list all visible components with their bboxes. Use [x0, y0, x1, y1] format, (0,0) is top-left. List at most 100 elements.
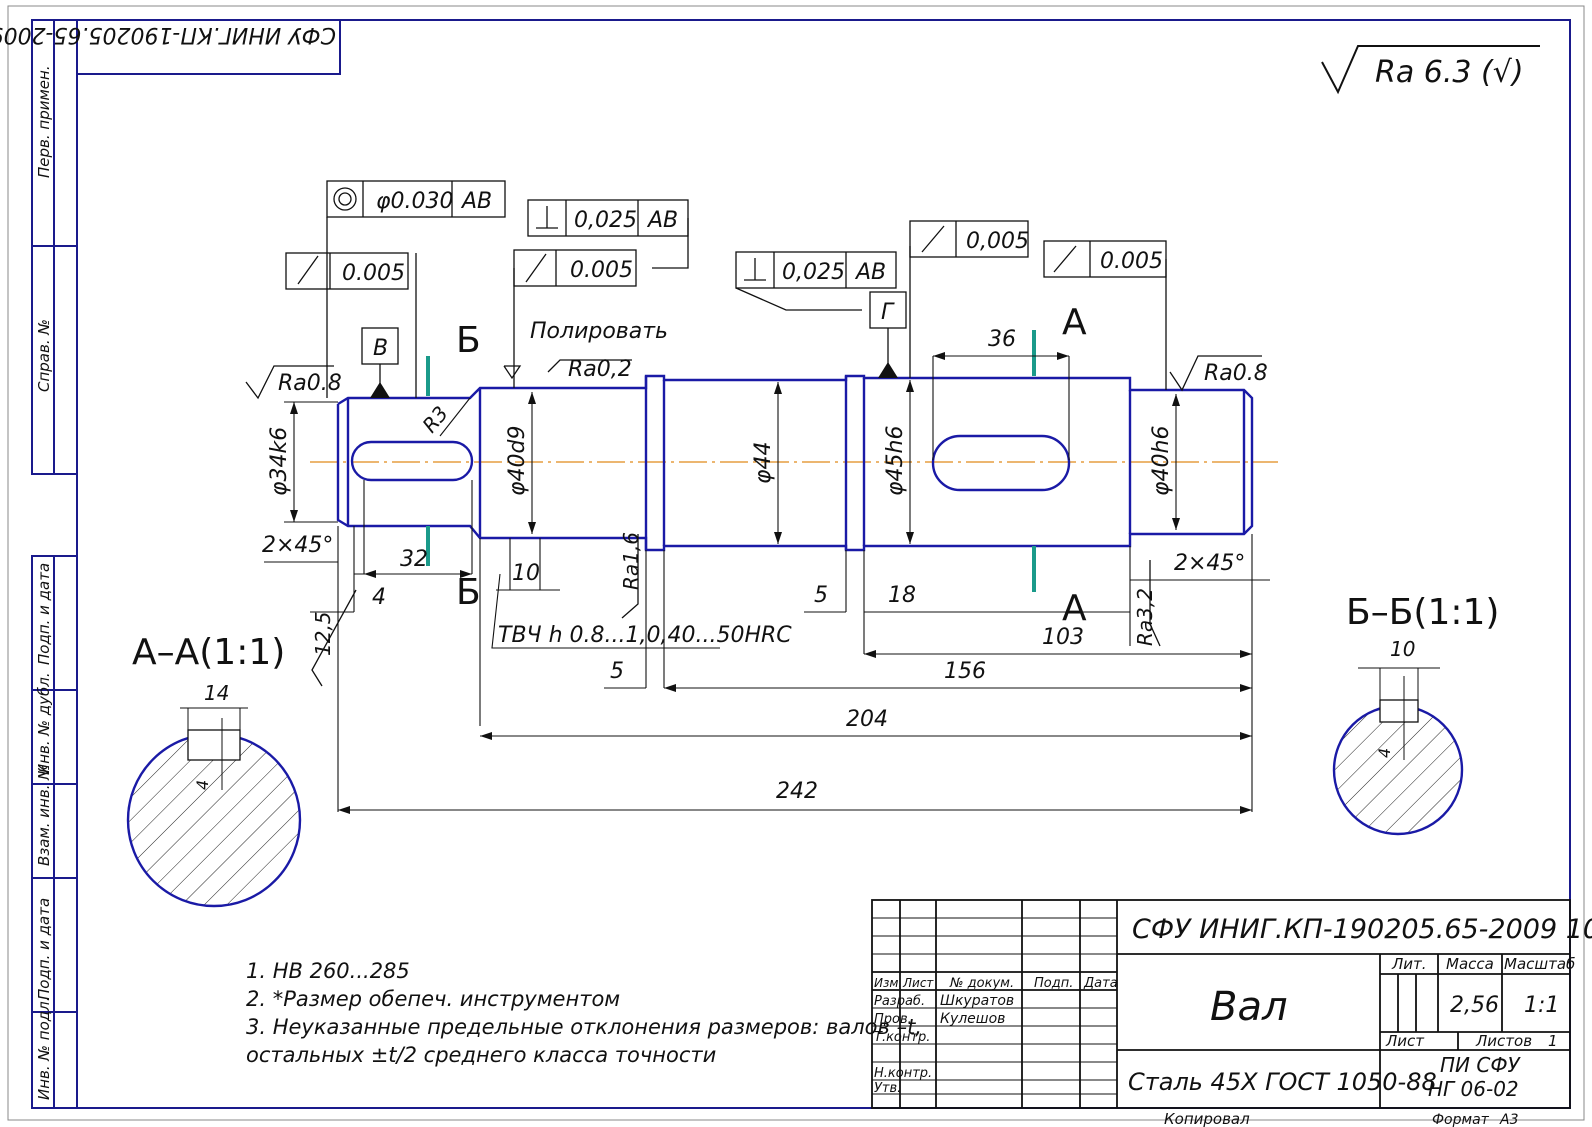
datum-triangles: [370, 362, 898, 398]
roughness-right-face: Ra3,2: [1133, 588, 1157, 646]
keyway-right: [931, 434, 1071, 492]
section-aa-depth: 4: [193, 780, 212, 790]
datum-g: Г: [881, 300, 895, 325]
tb-role-razrab: Разраб.: [874, 994, 925, 1009]
margin-labels: Перв. примен. Справ. № Подп. и дата Инв.…: [35, 65, 53, 1100]
concentricity-base: AB: [460, 189, 492, 214]
runout1-value: 0.005: [342, 261, 405, 286]
diameter-d4: φ45h6: [883, 426, 908, 496]
section-cut-marks: [426, 330, 1036, 592]
keyway-left: [350, 440, 474, 482]
margin-label-sprav: Справ. №: [35, 319, 53, 392]
tolerance-frames: [285, 180, 1167, 398]
diameter-d2: φ40d9: [505, 426, 530, 496]
margin-label-inv-dubl: Инв. № дубл.: [35, 672, 53, 775]
tb-header-izm: Изм.: [874, 976, 902, 990]
tb-header-docnum: № докум.: [949, 976, 1014, 991]
perp1-base: AB: [646, 208, 678, 233]
perp1-value: 0,025: [574, 208, 637, 233]
dimension-lines: [264, 355, 1270, 812]
polish-roughness: Ra0,2: [568, 357, 632, 382]
title-block-rows: [872, 917, 1117, 1095]
dimension-arrows: [290, 352, 1252, 814]
footer-format: А3: [1499, 1112, 1518, 1127]
section-bb: Б–Б(1:1) 10 4: [1332, 592, 1499, 836]
diameter-d1: φ34k6: [267, 427, 292, 496]
title-material: Сталь 45Х ГОСТ 1050-88: [1128, 1068, 1437, 1096]
dim-32: 32: [400, 547, 428, 572]
shaft-outline: [336, 374, 1254, 552]
tb-role-utv: Утв.: [874, 1081, 901, 1096]
footer-copied: Копировал: [1164, 1110, 1250, 1127]
note-3: 3. Неуказанные предельные отклонения раз…: [246, 1015, 922, 1039]
note-2: 2. *Размер обепеч. инструментом: [246, 987, 620, 1011]
datum-v: В: [373, 336, 388, 361]
tb-header-podp: Подп.: [1034, 976, 1073, 991]
perp2-value: 0,025: [782, 260, 845, 285]
dim-r3: R3: [417, 401, 452, 437]
title-block-grid: [871, 899, 1571, 1109]
roughness-left-end: Ra0.8: [278, 371, 342, 396]
dim-4: 4: [372, 585, 386, 610]
dim-chamfer-left: 2×45°: [262, 533, 333, 558]
roughness-shoulder: Ra1,6: [619, 532, 643, 590]
runout2-value: 0.005: [570, 258, 633, 283]
margin-label-podp2: Подп. и дата: [35, 898, 53, 1000]
dim-5b: 5: [610, 659, 624, 684]
tb-role-nkontr: Н.контр.: [874, 1066, 932, 1081]
section-mark-a-bottom: А: [1062, 588, 1087, 629]
roughness-right-end: Ra0.8: [1204, 361, 1268, 386]
dim-36: 36: [988, 327, 1016, 352]
dim-10: 10: [512, 561, 540, 586]
tb-header-data: Дата: [1083, 976, 1118, 991]
tb-sheet-label: Лист: [1385, 1032, 1425, 1050]
tb-role-tkontr: Т.контр.: [874, 1030, 930, 1045]
dim-chamfer-right: 2×45°: [1174, 551, 1245, 576]
tb-mass-label: Масса: [1446, 955, 1494, 973]
section-bb-depth: 4: [1375, 748, 1394, 758]
margin-label-vzam: Взам. инв. №: [35, 764, 53, 866]
section-aa-title: А–А(1:1): [132, 632, 285, 673]
roughness-left-face: 12,5: [311, 611, 335, 656]
tb-person-razrab: Шкуратов: [940, 993, 1014, 1009]
tb-person-prov: Кулешов: [940, 1011, 1005, 1027]
section-aa: А–А(1:1) 14 4: [126, 632, 302, 908]
footer-format-label: Формат: [1432, 1112, 1490, 1127]
tb-lit-label: Лит.: [1391, 955, 1427, 973]
tb-scale-label: Масштаб: [1504, 955, 1575, 973]
margin-label-perv: Перв. примен.: [35, 65, 53, 178]
tb-role-prov: Пров.: [874, 1012, 912, 1027]
diameter-d5: φ40h6: [1149, 426, 1174, 496]
general-roughness-label: Ra 6.3 (√): [1375, 55, 1524, 90]
note-1: 1. HB 260...285: [246, 959, 410, 983]
general-roughness: Ra 6.3 (√): [1321, 45, 1540, 95]
tb-mass-value: 2,56: [1450, 993, 1499, 1018]
dim-103: 103: [1042, 625, 1084, 650]
title-org-2: НГ 06-02: [1428, 1077, 1519, 1101]
diameter-d3: φ44: [751, 441, 776, 484]
dim-242: 242: [776, 779, 818, 804]
stamp-rotated: СФУ ИНИГ.КП-190205.65-2009 10.05: [0, 22, 336, 47]
concentricity-value: φ0.030: [376, 189, 454, 214]
sheet-frame: [7, 5, 1585, 1121]
section-bb-title: Б–Б(1:1): [1346, 592, 1499, 633]
tb-header-list: Лист: [902, 976, 934, 990]
note-4: остальных ±t/2 среднего класса точности: [246, 1043, 716, 1067]
runout3-value: 0,005: [966, 229, 1029, 254]
section-aa-width: 14: [204, 681, 229, 705]
runout4-value: 0.005: [1100, 249, 1163, 274]
dim-204: 204: [846, 707, 888, 732]
perp2-base: AB: [854, 260, 886, 285]
margin-label-inv-podl: Инв. № подл.: [35, 997, 53, 1100]
section-bb-width: 10: [1390, 637, 1415, 661]
roughness-symbols: [245, 355, 1262, 687]
dim-18: 18: [888, 583, 916, 608]
title-org-1: ПИ СФУ: [1440, 1053, 1522, 1077]
title-part-name: Вал: [1210, 984, 1288, 1030]
section-mark-b-top: Б: [456, 320, 481, 361]
section-mark-a-top: А: [1062, 302, 1087, 343]
margin-label-podp1: Подп. и дата: [35, 563, 53, 665]
technical-notes: 1. HB 260...285 2. *Размер обепеч. инстр…: [246, 959, 922, 1067]
tb-sheets-label: Листов: [1475, 1032, 1532, 1050]
